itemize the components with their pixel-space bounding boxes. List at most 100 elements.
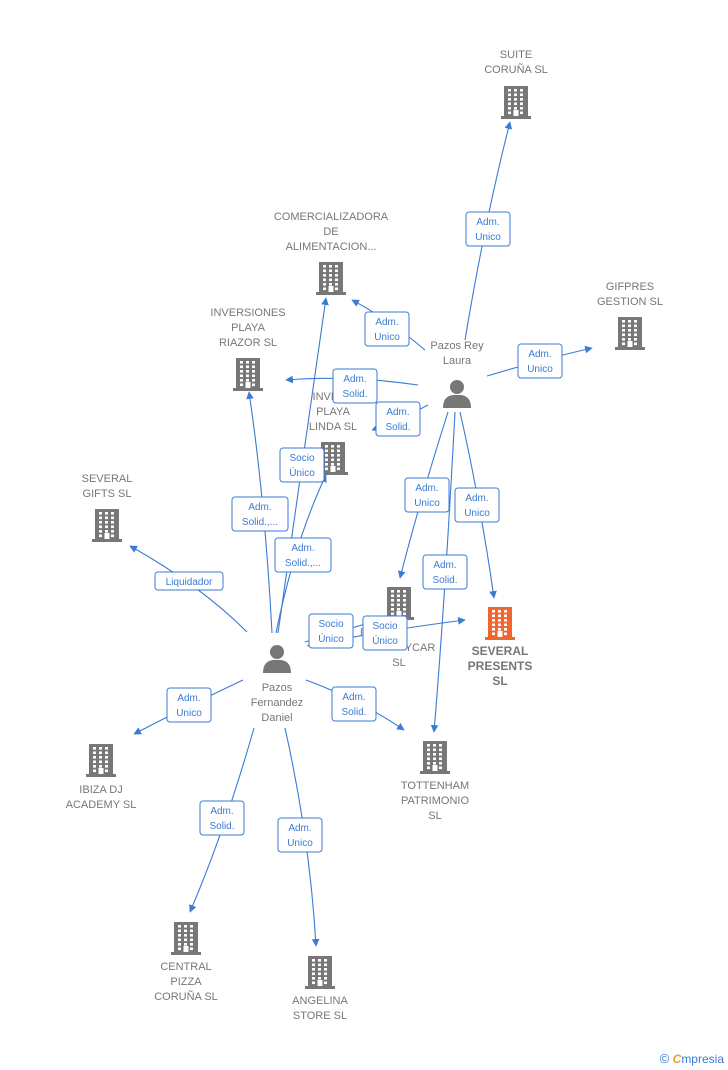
- relation-badge[interactable]: Adm.Unico: [364, 311, 410, 347]
- relation-badge-box: [277, 817, 323, 853]
- relation-badge[interactable]: Adm. Unico: [465, 211, 511, 247]
- person-icon: [443, 380, 471, 408]
- relation-label: Socio: [289, 453, 314, 464]
- person-name-line: Fernandez: [251, 697, 304, 709]
- company-name-line: TOTTENHAM: [401, 780, 469, 792]
- company-name-line: CORUÑA SL: [154, 990, 218, 1003]
- relation-badge[interactable]: Adm.Unico: [166, 687, 212, 723]
- company-name-line: GIFTS SL: [83, 488, 132, 500]
- company-name-line: PATRIMONIO: [401, 795, 469, 807]
- relation-label: Solid.,...: [285, 558, 321, 569]
- relation-label: Solid.: [385, 422, 410, 433]
- building-icon: [318, 442, 348, 475]
- company-name-line: INVERSIONES: [210, 307, 285, 319]
- brand-initial: C: [672, 1052, 682, 1066]
- person-name-line: Pazos Rey: [430, 340, 484, 352]
- company-name-line: STORE SL: [293, 1010, 347, 1022]
- relation-badge[interactable]: Adm.Unico: [404, 477, 450, 513]
- building-icon: [86, 744, 116, 777]
- relation-badge[interactable]: Adm.Solid.: [422, 554, 468, 590]
- relation-label: Adm.: [433, 560, 456, 571]
- company-name-line: PRESENTS: [468, 659, 533, 673]
- relation-label: Liquidador: [166, 577, 213, 588]
- relation-label: Solid.,...: [242, 517, 278, 528]
- node-riazor[interactable]: INVERSIONES PLAYA RIAZOR SL: [210, 307, 286, 391]
- node-angelina[interactable]: ANGELINA STORE SL: [292, 956, 348, 1022]
- relation-badge-box: [279, 447, 325, 483]
- relation-badge[interactable]: Adm. Solid.,...: [231, 496, 289, 532]
- person-name-line: Daniel: [261, 712, 292, 724]
- copyright-symbol: ©: [659, 1051, 670, 1066]
- relation-label: Adm.: [342, 692, 365, 703]
- node-comercializadora[interactable]: COMERCIALIZADORA DE ALIMENTACION...: [274, 211, 389, 295]
- building-icon: [485, 607, 515, 640]
- relation-badge[interactable]: Adm.Solid.,...: [274, 537, 332, 573]
- company-name-line: GIFPRES: [606, 281, 654, 293]
- building-icon: [233, 358, 263, 391]
- relation-badge-box: [166, 687, 212, 723]
- relation-label: Unico: [527, 364, 553, 375]
- relation-badge[interactable]: Adm. Unico: [517, 343, 563, 379]
- company-name-line: PLAYA: [316, 406, 350, 418]
- relation-label: Adm.: [476, 217, 499, 228]
- relation-badge[interactable]: Adm. Solid.: [375, 401, 421, 437]
- building-icon: [615, 317, 645, 350]
- relation-badge[interactable]: Adm. Solid.: [332, 368, 378, 404]
- relation-label: Adm.: [528, 349, 551, 360]
- company-name-line: ANGELINA: [292, 995, 348, 1007]
- brand-name: mpresia: [681, 1052, 724, 1066]
- relation-label: Adm.: [248, 502, 271, 513]
- relation-badge-box: [362, 615, 408, 651]
- relation-label: Unico: [176, 708, 202, 719]
- company-name-line: PLAYA: [231, 322, 265, 334]
- company-name-line: ACADEMY SL: [66, 799, 137, 811]
- relation-label: Socio: [372, 621, 397, 632]
- relation-badge[interactable]: Adm.Unico: [277, 817, 323, 853]
- relation-badge-box: [274, 537, 332, 573]
- relation-label: Adm.: [386, 407, 409, 418]
- building-icon: [501, 86, 531, 119]
- relation-badge-box: [331, 686, 377, 722]
- building-icon: [171, 922, 201, 955]
- relation-label: Adm.: [288, 823, 311, 834]
- relation-badge-box: [364, 311, 410, 347]
- building-icon: [316, 262, 346, 295]
- relation-label: Adm.: [343, 374, 366, 385]
- relation-label: Adm.: [375, 317, 398, 328]
- relation-badge[interactable]: Liquidador: [154, 571, 224, 591]
- node-ibiza[interactable]: IBIZA DJ ACADEMY SL: [66, 744, 137, 811]
- badges-layer: Adm.UnicoAdm.UnicoAdm.UnicoAdm.Solid.Adm…: [154, 211, 563, 853]
- company-name-line: COMERCIALIZADORA: [274, 211, 389, 223]
- relation-badge-box: [404, 477, 450, 513]
- relation-label: Solid.: [342, 389, 367, 400]
- relation-badge-box: [231, 496, 289, 532]
- relation-label: Unico: [475, 232, 501, 243]
- relation-badge[interactable]: Adm.Solid.: [199, 800, 245, 836]
- relation-badge[interactable]: Adm.Unico: [454, 487, 500, 523]
- building-icon: [420, 741, 450, 774]
- building-icon: [92, 509, 122, 542]
- company-name-line: SUITE: [500, 49, 532, 61]
- relation-badge[interactable]: Adm.Solid.: [331, 686, 377, 722]
- person-name-line: Pazos: [262, 682, 293, 694]
- company-name-line: ALIMENTACION...: [286, 241, 377, 253]
- company-name-line: RIAZOR SL: [219, 337, 277, 349]
- relation-label: Único: [372, 634, 398, 647]
- company-name-line: DE: [323, 226, 338, 238]
- company-name-line: IBIZA DJ: [79, 784, 122, 796]
- person-icon: [263, 645, 291, 673]
- relation-badge-box: [332, 368, 378, 404]
- empresia-logo[interactable]: © Cmpresia: [660, 1051, 724, 1066]
